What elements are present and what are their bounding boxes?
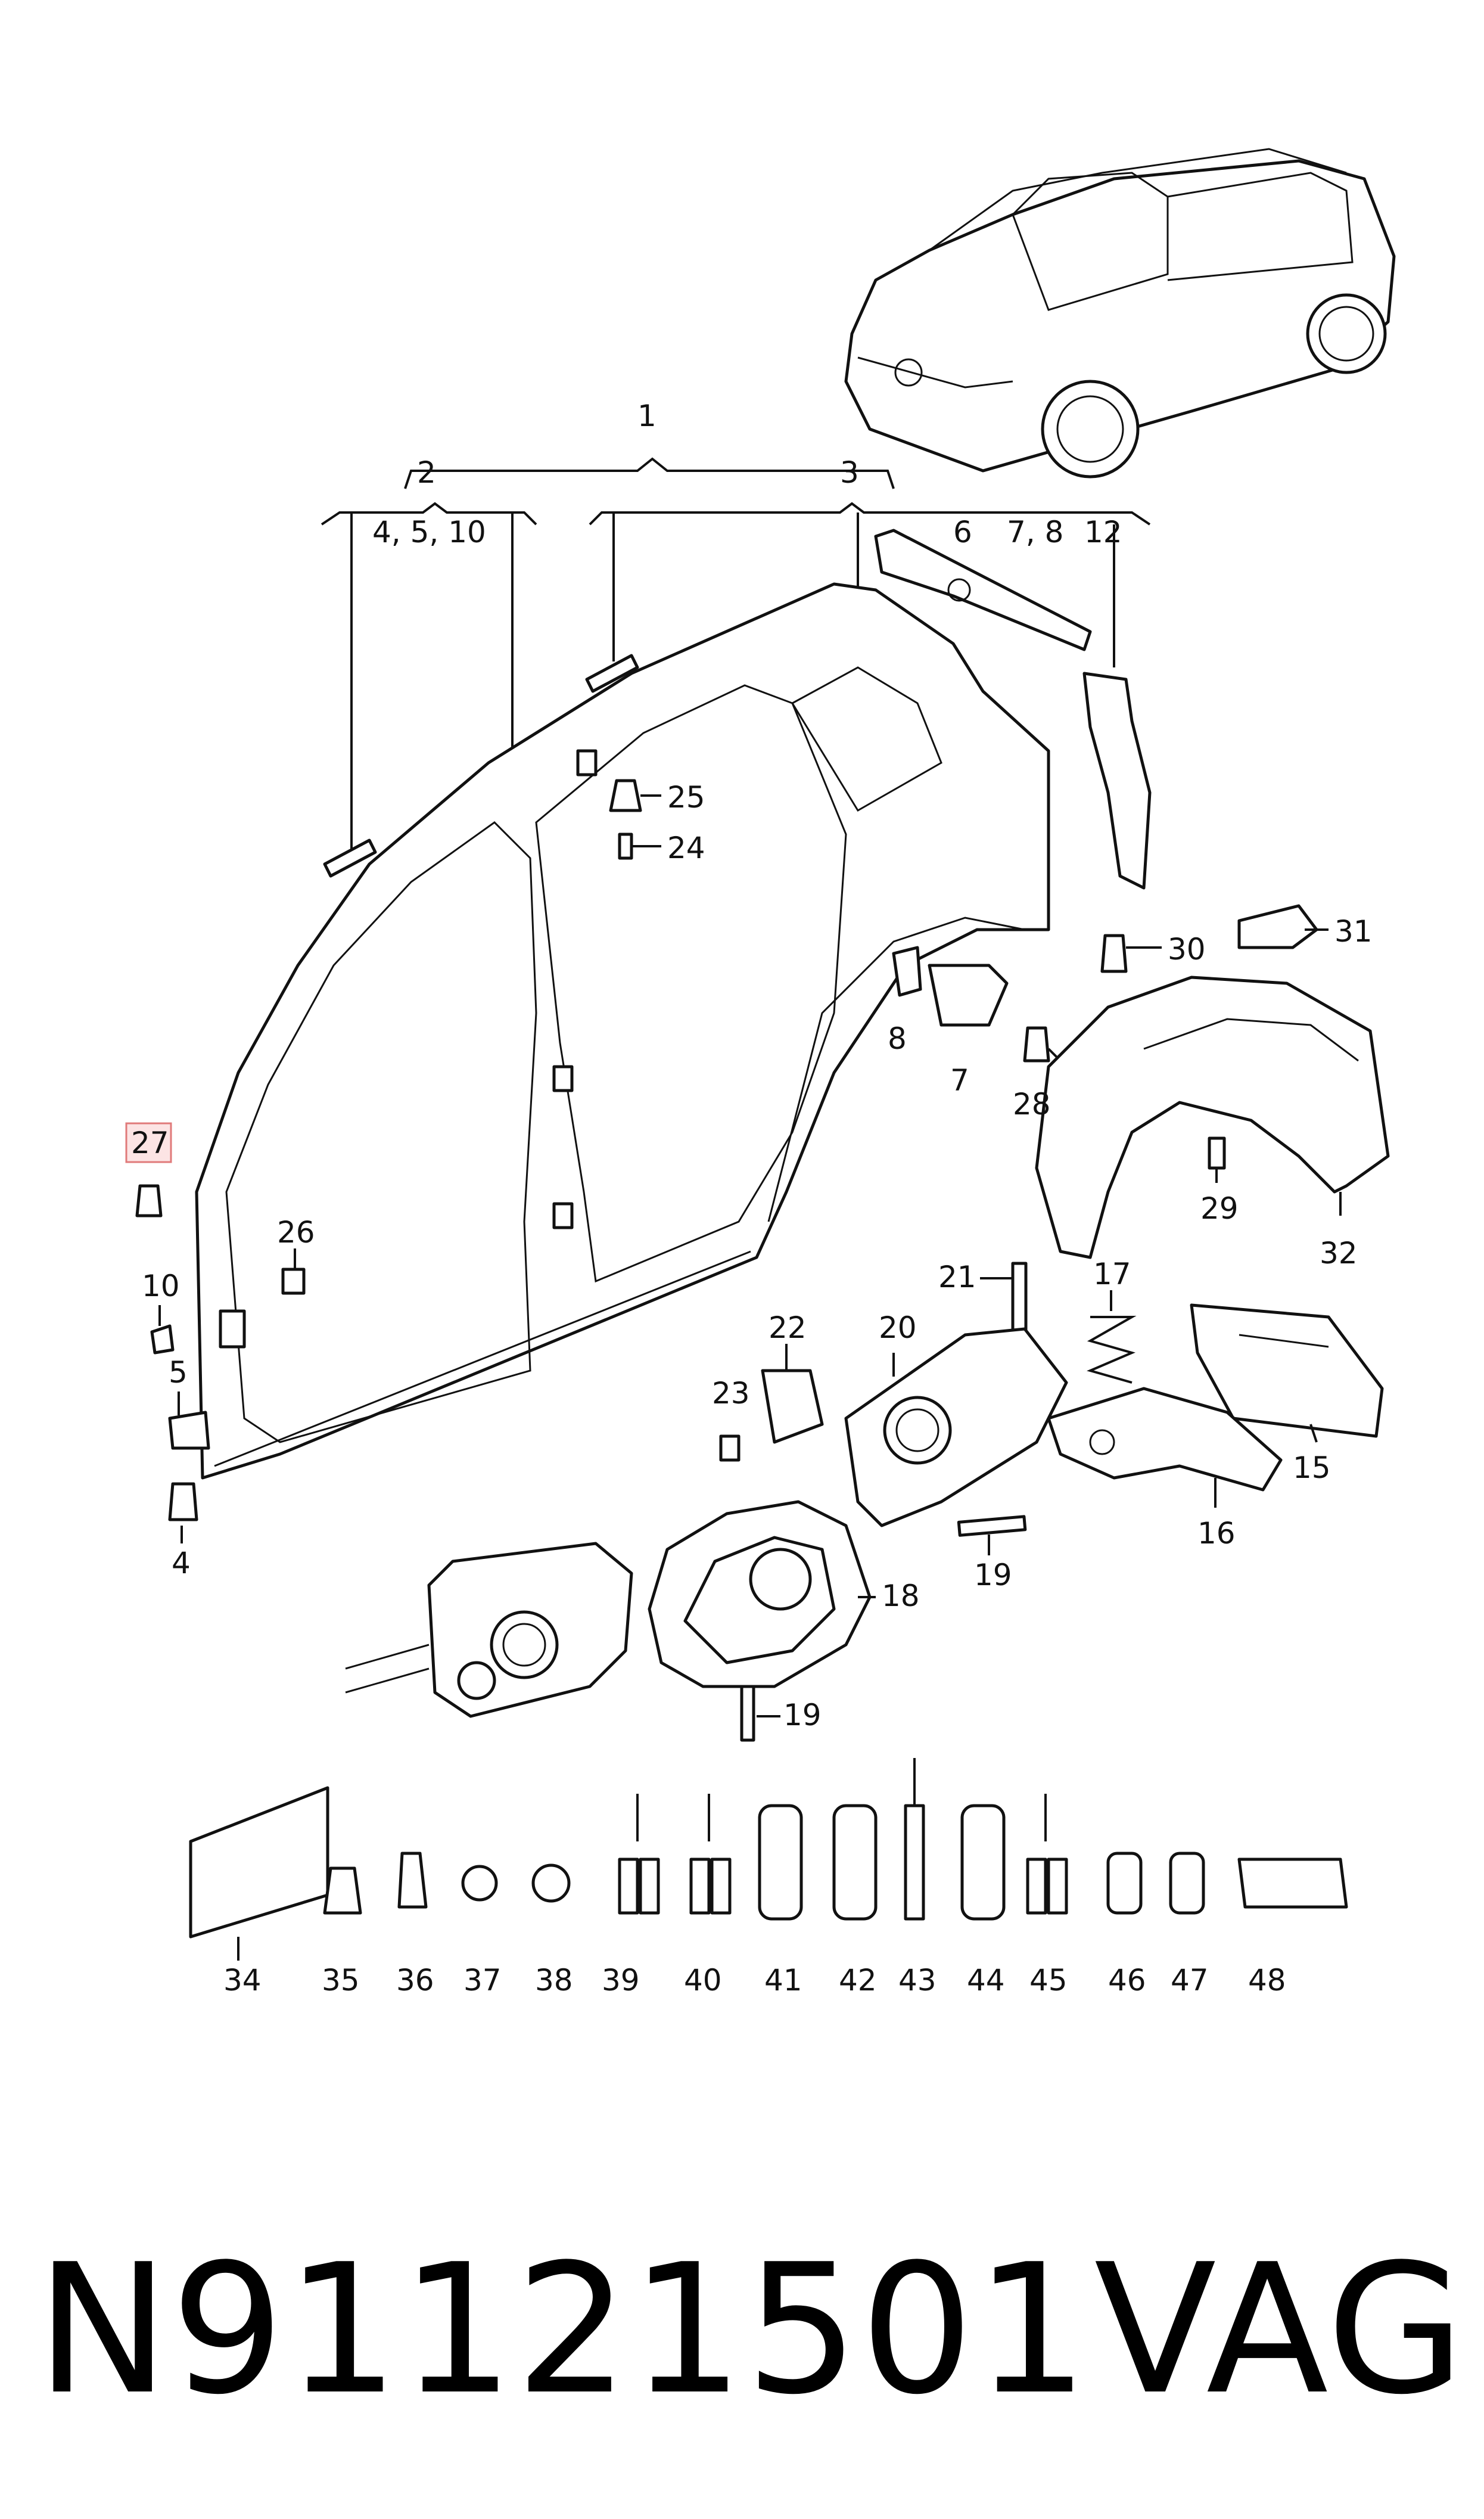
cartridge-40b (710, 1858, 732, 1915)
cap-46 (1106, 1852, 1143, 1915)
vehicle-thumbnail (844, 148, 1396, 479)
callout-28: 28 (1013, 1087, 1051, 1122)
screw-29 (1208, 1136, 1226, 1170)
callout-5: 5 (169, 1355, 188, 1390)
bottom-label-44: 44 (967, 1963, 1005, 1998)
clip-4 (168, 1482, 198, 1521)
fuel-housing-20 (844, 1327, 1068, 1527)
roof-strip-right (585, 654, 639, 693)
bottom-label-48: 48 (1248, 1963, 1286, 1998)
actuator-22 (761, 1369, 824, 1444)
callout-24: 24 (667, 831, 705, 865)
clip-26 (281, 1268, 306, 1295)
bottom-label-45: 45 (1029, 1963, 1068, 1998)
cartridge-42 (832, 1804, 878, 1921)
callout-23: 23 (712, 1376, 750, 1411)
callout-27: 27 (131, 1126, 169, 1160)
callout-7: 7 (950, 1063, 969, 1098)
highlight-box-27 (125, 1122, 172, 1163)
callout-21: 21 (938, 1260, 976, 1294)
bottom-label-34: 34 (223, 1963, 262, 1998)
bottom-label-40: 40 (684, 1963, 722, 1998)
callout-26: 26 (277, 1215, 315, 1250)
callout-18: 18 (882, 1579, 920, 1613)
bottom-label-39: 39 (602, 1963, 640, 1998)
callout-4: 4 (172, 1546, 191, 1580)
part-number: N91121501 (36, 2226, 1090, 2434)
rear-strip-part (874, 529, 1092, 651)
cartridge-39a (618, 1858, 639, 1915)
wheel-housing-liner (1035, 976, 1390, 1259)
bottom-label-41: 41 (764, 1963, 802, 1998)
rod-19-upper (957, 1515, 1027, 1537)
cartridge-43 (904, 1804, 925, 1921)
callout-16: 16 (1197, 1516, 1236, 1551)
roof-strip-left (323, 838, 377, 878)
callout-6: 6 (953, 515, 972, 549)
rear-bracket-12 (1082, 672, 1152, 890)
clip-30 (1100, 934, 1128, 973)
panel-15 (1190, 1303, 1384, 1438)
bracket-7 (928, 964, 1009, 1027)
callout-12: 12 (1084, 515, 1122, 549)
bracket-5 (168, 1411, 210, 1450)
rod-19-lower (740, 1685, 755, 1742)
nut-37 (461, 1865, 498, 1902)
callout-1: 1 (637, 399, 657, 433)
callout-17: 17 (1093, 1257, 1131, 1291)
tape-roll-48 (1237, 1858, 1348, 1909)
bottom-label-36: 36 (396, 1963, 434, 1998)
cartridge-45b (1047, 1858, 1068, 1915)
clip-27 (135, 1184, 163, 1217)
bracket-16 (1047, 1387, 1283, 1492)
bottom-label-43: 43 (898, 1963, 937, 1998)
bottom-label-37: 37 (463, 1963, 502, 1998)
screw-24 (618, 833, 633, 860)
callout-30: 30 (1168, 932, 1206, 967)
cartridge-44 (960, 1804, 1006, 1921)
callout-4-5-10: 4, 5, 10 (372, 515, 486, 549)
cap-47 (1169, 1852, 1205, 1915)
callout-3: 3 (840, 455, 859, 490)
clip-36 (397, 1852, 428, 1909)
side-panel-assembly (195, 582, 1050, 1480)
clip-10 (150, 1324, 175, 1355)
bottom-label-46: 46 (1108, 1963, 1146, 1998)
callout-29: 29 (1200, 1191, 1239, 1226)
bottom-parts-row (189, 1758, 1348, 1961)
screw-23 (719, 1434, 741, 1462)
clip-31 (1237, 904, 1318, 949)
cartridge-40a (689, 1858, 711, 1915)
bottom-label-47: 47 (1171, 1963, 1209, 1998)
callout-10: 10 (142, 1269, 180, 1303)
callout-19-upper: 19 (974, 1558, 1012, 1592)
spring-17 (1087, 1316, 1137, 1384)
footer-caption: N91121501 VAG (0, 2205, 1484, 2455)
callout-32: 32 (1320, 1236, 1358, 1271)
clip-25 (609, 779, 642, 812)
cartridge-45a (1026, 1858, 1047, 1915)
clip-35 (323, 1866, 362, 1915)
bottom-label-42: 42 (839, 1963, 877, 1998)
bottom-label-35: 35 (322, 1963, 360, 1998)
parts-diagram: 1 2 3 4, 5, 10 6 7, 8 12 25 24 30 31 8 7… (125, 148, 1396, 1998)
callout-31: 31 (1334, 914, 1373, 949)
callout-2: 2 (417, 455, 436, 490)
callout-20: 20 (879, 1310, 917, 1345)
grouping-brackets (321, 457, 1151, 852)
bottom-label-38: 38 (535, 1963, 573, 1998)
bracket-8 (892, 946, 922, 997)
cartridge-39b (639, 1858, 660, 1915)
callout-7-8: 7, 8 (1007, 515, 1063, 549)
callout-8: 8 (888, 1021, 907, 1056)
nut-38 (531, 1863, 571, 1903)
callout-22: 22 (769, 1310, 807, 1345)
clip-28 (1023, 1026, 1050, 1063)
callout-15: 15 (1293, 1450, 1331, 1485)
cartridge-41 (758, 1804, 803, 1921)
sealing-tape-34 (189, 1786, 329, 1939)
callout-25: 25 (667, 780, 705, 815)
callout-19-lower: 19 (783, 1698, 822, 1732)
brand-label: VAG (1094, 2226, 1466, 2434)
